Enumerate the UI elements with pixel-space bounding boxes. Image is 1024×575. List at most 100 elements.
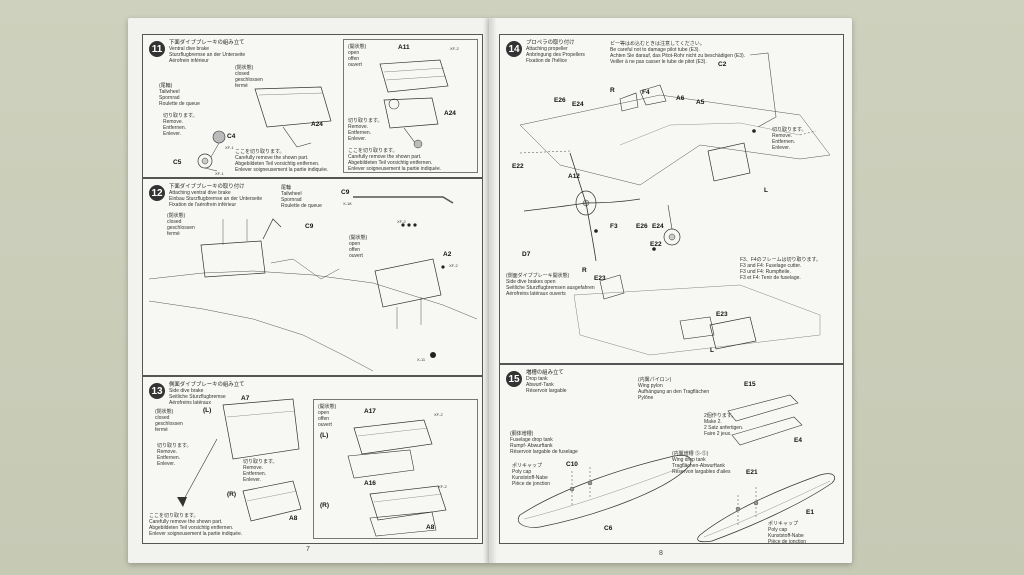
remove-fr: Enlever. [163,131,182,137]
cut-fr: Enlever soigneusement la partie indiquée… [235,167,329,173]
remove-jp: 切り取ります。 [163,113,198,119]
poly2-de: Kunststoff-Nabe [768,533,804,539]
step-13-open-subpanel: (開状態) open offen ouvert (L) A17 XF-2 (R)… [313,399,478,539]
poly-en: Poly cap [512,469,532,475]
tailwheel-fr: Roulette de queue [281,203,322,209]
part-lb: (L) [320,432,329,439]
part-rb: (R) [320,502,330,509]
closed-de: geschlossen [155,421,183,427]
part-rb: R [582,267,587,274]
cut-jp: ここを切り取ります。 [149,513,199,519]
part-r: (R) [227,491,237,498]
part-x18: X-18 [343,201,352,206]
remove-fr: Enlever. [772,145,791,151]
part-a8: A8 [289,515,298,522]
tailwheel-de: Spornrad [159,95,180,101]
poly2-en: Poly cap [768,527,788,533]
note-jp: ピー等はめ込むときは注意してください。 [610,41,705,47]
part-e23: E23 [594,275,606,282]
step-title-fr: Réservoir largable [526,388,567,394]
open-cut-jp: ここを切り取ります。 [348,148,398,154]
closed-jp: (閉状態) [235,65,254,71]
open-de: offen [349,247,361,253]
part-c2: C2 [718,61,727,68]
closed-en: closed [167,219,182,225]
step-title-fr: Fixation de l'hélice [526,58,567,64]
step-title-fr: Fixation de l'aérofrein inférieur [169,202,237,208]
part-c10: C10 [566,461,578,468]
open-fr: ouvert [348,62,362,68]
part-lb: L [710,347,714,354]
remove2-jp: 切り取ります。 [243,459,278,465]
open-jp: (開状態) [349,235,368,241]
page-number: 7 [306,546,310,553]
make2-jp: 2個作ります。 [704,413,737,419]
step-12-drawing [148,196,478,372]
open-remove-de: Entfernen. [348,130,372,136]
poly2-fr: Pièce de jonction [768,539,807,544]
step-title-jp: プロペラの取り付け [526,40,575,46]
tailwheel-fr: Roulette de queue [159,101,200,107]
step-title-jp: 下面ダイブブレーキの組み立て [169,40,245,46]
step-title-en: Side dive brake [169,388,204,394]
part-a2: A2 [443,251,452,258]
make2-fr: Faire 2 jeux. [704,431,732,437]
part-a17: A17 [364,408,376,415]
tailwheel-en: Tailwheel [159,89,180,95]
remove-fr: Enlever. [157,461,176,467]
fuse-jp: (胴体増槽) [510,431,534,437]
fus-jp: F3、F4のフレームは切り取ります。 [740,257,822,263]
open-remove-en: Remove. [348,124,369,130]
open-en: open [349,241,361,247]
part-l: L [764,187,768,194]
cut-en: Carefully remove the shown part. [149,519,223,525]
step-number: 12 [149,185,165,201]
open-cut-fr: Enlever soigneusement la partie indiquée… [348,166,442,172]
part-e24b: E24 [652,223,664,230]
step-title-fr: Aérofreins latéraux [169,400,211,406]
step-title-fr: Aérofrein inférieur [169,58,209,64]
remove-de: Entfernen. [157,455,181,461]
cut-de: Abgebildeten Teil vorsichtig entfernen. [235,161,320,167]
step-title-de: Anbringung des Propellers [526,52,585,58]
page-right: 14 プロペラの取り付け Attaching propeller Anbring… [489,18,852,563]
open-drawing [347,419,447,537]
step-14-panel: 14 プロペラの取り付け Attaching propeller Anbring… [499,34,844,364]
part-xf1b: XF-1 [215,171,224,176]
step-title-en: Attaching ventral dive brake [169,190,231,196]
closed-en: closed [235,71,250,77]
part-e1: E1 [806,509,814,516]
wing-en: Wing drop tank [672,457,706,463]
cut-fr: Enlever soigneusement la partie indiquée… [149,531,243,537]
step-title-de: Einbau Sturzflugbremse an der Unterseite [169,196,263,202]
remove-en: Remove. [163,119,184,125]
open-remove-fr: Enlever. [348,136,367,142]
note-fr: Veiller à ne pas casser le tube de pitot… [610,59,707,65]
open-drawing [379,59,449,149]
fus-fr: F3 et F4: Tenir de fuselage. [740,275,801,281]
cut-jp: ここを切り取ります。 [235,149,285,155]
wing-jp: (内翼増槽 ⑤-⑤) [672,451,709,457]
part-a5: A5 [696,99,705,106]
remove-en: Remove. [772,133,793,139]
tailwheel-jp: 尾輪 [281,185,292,191]
step-11-drawing [197,86,332,172]
part-xf2b: XF-2 [438,484,447,489]
closed-jp: (閉状態) [155,409,174,415]
part-xf2b: XF-2 [449,263,458,268]
part-e22: E22 [512,163,524,170]
part-a6: A6 [676,95,685,102]
pylon-en: Wing pylon [638,383,663,389]
fus-de: F3 und F4: Rumpfteile. [740,269,791,275]
step-title-de: Seitliche Sturzflugbremse [169,394,226,400]
part-c6: C6 [604,525,613,532]
part-e21: E21 [746,469,758,476]
remove-jp: 切り取ります。 [157,443,192,449]
remove-en: Remove. [157,449,178,455]
tailwheel-de: Spornrad [281,197,302,203]
part-c4: C4 [227,133,236,140]
side-fr: Aérofreins latéraux ouverts [506,291,566,297]
remove2-fr: Enlever. [243,477,262,483]
open-cut-en: Carefully remove the shown part. [348,154,422,160]
part-xf1: XF-1 [225,145,234,150]
